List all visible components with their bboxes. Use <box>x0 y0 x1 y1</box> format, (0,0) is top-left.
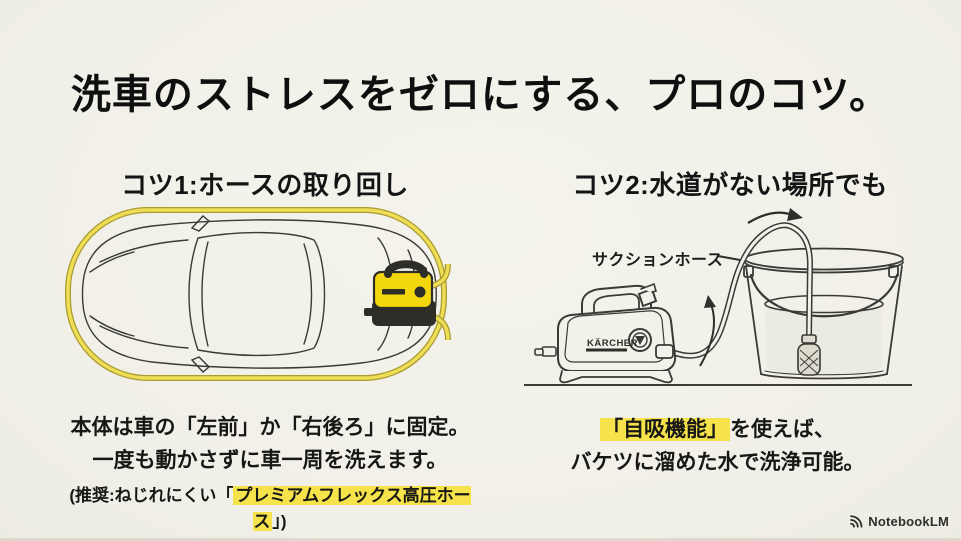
suction-hose-label: サクションホース <box>592 252 724 269</box>
label-pointer-line <box>717 255 741 261</box>
tip2-caption-line2: バケツに溜めた水で洗浄可能。 <box>570 450 865 474</box>
flow-arrow <box>747 208 803 224</box>
bucket-suction-diagram: KÄRCHER <box>524 208 912 386</box>
recommend-highlight: プレミアムフレックス高圧ホース <box>233 486 471 532</box>
car-top-view-illustration <box>81 215 437 373</box>
tip1-recommendation: (推奨:ねじれにくい「プレミアムフレックス高圧ホース」) <box>60 483 480 536</box>
notebooklm-icon <box>850 515 863 528</box>
notebooklm-label: NotebookLM <box>868 514 949 529</box>
tip1-caption-line1: 本体は車の「左前」か「右後ろ」に固定。 <box>70 416 470 439</box>
pressure-washer-illustration <box>534 282 677 384</box>
tip1-caption-line2: 一度も動かさずに車一周を洗えます。 <box>92 448 448 472</box>
tip2-caption-line1-rest: を使えば、 <box>730 418 835 441</box>
self-priming-highlight: 「自吸機能」 <box>600 418 730 441</box>
pressure-washer-mini-illustration <box>364 260 436 326</box>
bucket-illustration <box>743 247 904 380</box>
notebooklm-watermark: NotebookLM <box>848 514 949 529</box>
hose-up-arrow <box>699 295 716 367</box>
strainer-filter-illustration <box>797 334 821 376</box>
tip2-caption: 「自吸機能」を使えば、 バケツに溜めた水で洗浄可能。 <box>520 414 915 479</box>
recommend-prefix: (推奨:ねじれにくい「 <box>69 486 234 506</box>
car-hose-diagram <box>65 207 451 381</box>
tip2-heading: コツ2:水道がない場所でも <box>572 169 888 200</box>
karcher-brand-label: KÄRCHER <box>587 338 638 349</box>
tip1-caption: 本体は車の「左前」か「右後ろ」に固定。 一度も動かさずに車一周を洗えます。 (推… <box>60 412 480 536</box>
recommend-suffix: 」) <box>272 512 287 532</box>
tip1-heading: コツ1:ホースの取り回し <box>121 169 409 200</box>
hose-loop-illustration <box>65 207 447 381</box>
page-title: 洗車のストレスをゼロにする、プロのコツ。 <box>70 72 891 117</box>
